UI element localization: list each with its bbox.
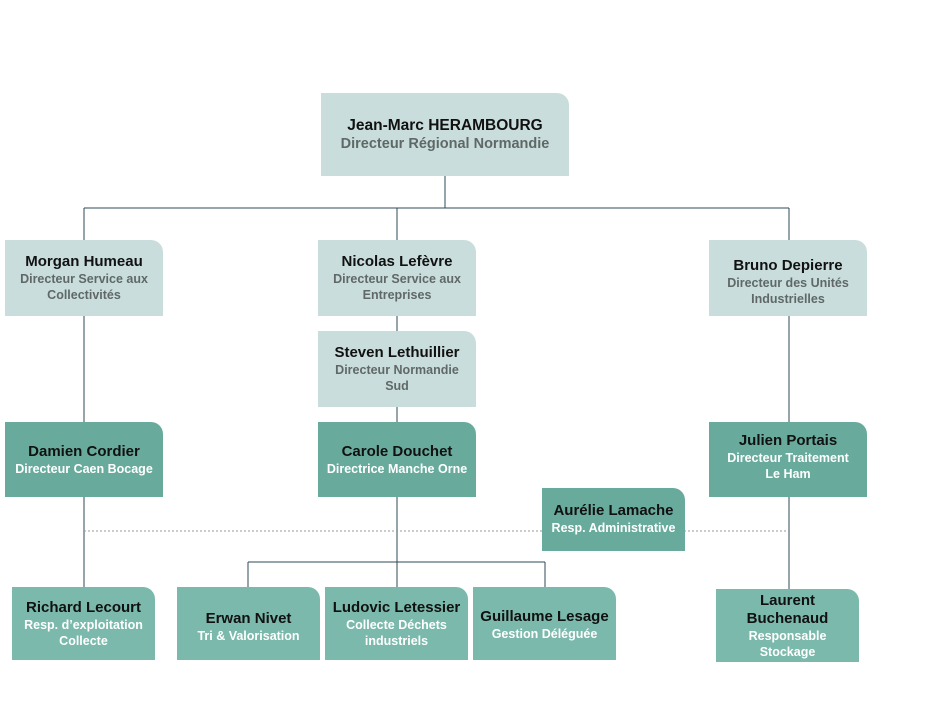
- org-box-erwan-nivet: Erwan Nivet Tri & Valorisation: [177, 587, 320, 660]
- box-role: Directrice Manche Orne: [326, 461, 468, 476]
- org-box-damien-cordier: Damien Cordier Directeur Caen Bocage: [5, 422, 163, 497]
- box-role-line-2: Industrielles: [751, 292, 825, 306]
- org-box-aurelie-lamache: Aurélie Lamache Resp. Administrative: [542, 488, 685, 551]
- org-box-ludovic-letessier: Ludovic Letessier Collecte Déchets indus…: [325, 587, 468, 660]
- box-role-line-1: Responsable: [748, 628, 827, 643]
- box-name: Steven Lethuillier: [334, 344, 460, 361]
- org-box-laurent-buchenaud: Laurent Buchenaud Responsable Stockage: [716, 589, 859, 662]
- box-name-line-2: Buchenaud: [746, 609, 829, 627]
- box-name: Aurélie Lamache: [553, 501, 674, 519]
- org-box-bruno-depierre: Bruno Depierre Directeur des Unités Indu…: [709, 240, 867, 316]
- box-role-line-1: Collecte Déchets: [346, 617, 447, 632]
- box-role-line-1: Directeur Service aux: [333, 272, 461, 286]
- box-name: Jean-Marc HERAMBOURG: [347, 116, 543, 134]
- box-name: Damien Cordier: [28, 442, 140, 460]
- box-name-line-1: Laurent: [759, 591, 815, 609]
- org-box-carole-douchet: Carole Douchet Directrice Manche Orne: [318, 422, 476, 497]
- box-role-line-2: Collecte: [59, 633, 108, 648]
- box-name: Bruno Depierre: [733, 257, 843, 274]
- box-role-line-1: Directeur Service aux: [20, 272, 148, 286]
- box-name: Ludovic Letessier: [332, 598, 461, 616]
- org-box-julien-portais: Julien Portais Directeur Traitement Le H…: [709, 422, 867, 497]
- box-role-line-2: Le Ham: [765, 466, 811, 481]
- box-name: Morgan Humeau: [25, 253, 143, 270]
- org-box-steven-lethuillier: Steven Lethuillier Directeur Normandie S…: [318, 331, 476, 407]
- box-role: Directeur Régional Normandie: [340, 135, 550, 152]
- box-name: Guillaume Lesage: [480, 607, 609, 625]
- box-role: Resp. Administrative: [551, 520, 676, 535]
- box-role-line-2: Collectivités: [47, 288, 121, 302]
- box-name: Erwan Nivet: [205, 609, 292, 627]
- box-role-line-2: Stockage: [759, 644, 816, 659]
- box-name: Nicolas Lefèvre: [341, 253, 453, 270]
- box-role-line-1: Directeur des Unités: [727, 276, 849, 290]
- box-name: Carole Douchet: [341, 442, 453, 460]
- box-role-line-1: Directeur Normandie: [335, 363, 459, 377]
- box-role: Tri & Valorisation: [197, 628, 300, 643]
- org-box-nicolas-lefevre: Nicolas Lefèvre Directeur Service aux En…: [318, 240, 476, 316]
- org-box-morgan-humeau: Morgan Humeau Directeur Service aux Coll…: [5, 240, 163, 316]
- box-role-line-2: Entreprises: [362, 288, 432, 302]
- org-box-guillaume-lesage: Guillaume Lesage Gestion Déléguée: [473, 587, 616, 660]
- org-box-root: Jean-Marc HERAMBOURG Directeur Régional …: [321, 93, 569, 176]
- org-box-richard-lecourt: Richard Lecourt Resp. d’exploitation Col…: [12, 587, 155, 660]
- box-name: Richard Lecourt: [25, 598, 142, 616]
- box-role-line-1: Resp. d’exploitation: [24, 617, 143, 632]
- box-role: Directeur Caen Bocage: [15, 461, 153, 476]
- box-role-line-1: Directeur Traitement: [727, 450, 849, 465]
- box-role-line-2: Sud: [385, 379, 409, 393]
- box-name: Julien Portais: [738, 431, 838, 449]
- box-role: Gestion Déléguée: [491, 626, 598, 641]
- box-role-line-2: industriels: [364, 633, 429, 648]
